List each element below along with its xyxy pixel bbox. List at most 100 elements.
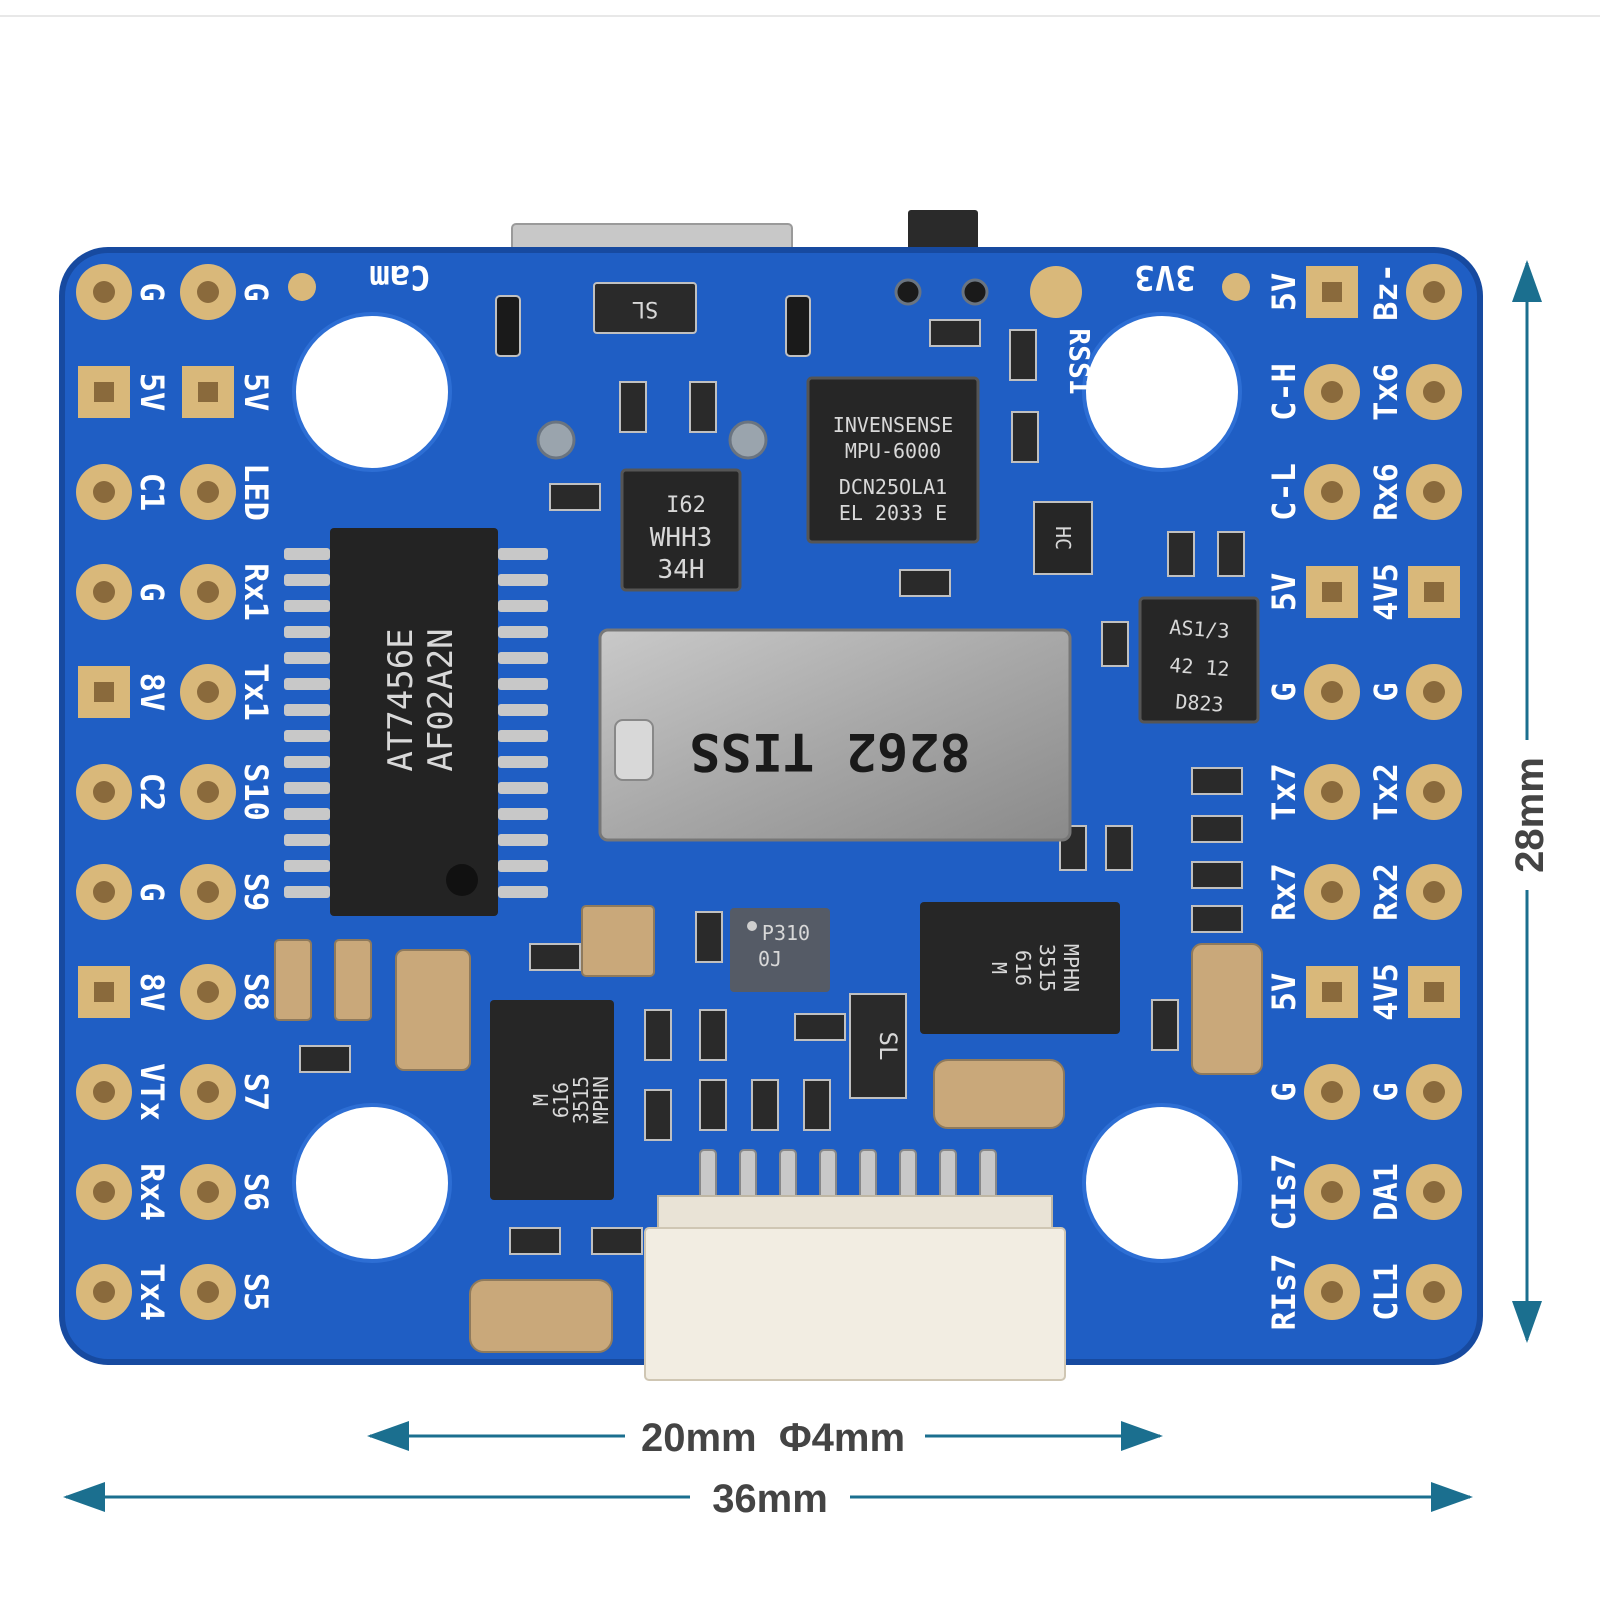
pad-hole bbox=[197, 1281, 219, 1303]
rssi-label: RSSI bbox=[1063, 328, 1096, 395]
chip-pin bbox=[498, 678, 548, 690]
mount-hole-top-right bbox=[1082, 312, 1242, 472]
imu-line4: EL 2033 E bbox=[839, 501, 947, 525]
pad-hole bbox=[1424, 982, 1444, 1002]
reg2-line2: 3515 bbox=[569, 1076, 593, 1124]
pad-hole bbox=[197, 581, 219, 603]
pin-label: Rx1 bbox=[237, 563, 275, 621]
connector-pin bbox=[819, 1149, 837, 1203]
pin-label: G bbox=[237, 282, 275, 301]
chip-pin bbox=[498, 860, 548, 872]
pad-hole bbox=[93, 581, 115, 603]
pin-label: G bbox=[133, 582, 171, 601]
width-dimension-label: 36mm bbox=[712, 1477, 828, 1521]
chip-pin bbox=[284, 548, 330, 560]
regulator-chip-1: MPHN 3515 616 M bbox=[920, 902, 1120, 1034]
pin-label: CIs7 bbox=[1265, 1153, 1303, 1230]
pin-label: 5V bbox=[1265, 573, 1303, 612]
small-chip-line2: 0J bbox=[758, 947, 782, 971]
pad-hole bbox=[1321, 1281, 1343, 1303]
pin-label: Tx2 bbox=[1367, 763, 1405, 821]
pin-label: 5V bbox=[1265, 273, 1303, 312]
pad-hole bbox=[1322, 582, 1342, 602]
chip-pin bbox=[498, 756, 548, 768]
connector-pin bbox=[699, 1149, 717, 1203]
solder-pads bbox=[76, 264, 1462, 1320]
sd-card-label: 8262 TISS bbox=[689, 721, 971, 781]
pad-hole bbox=[94, 682, 114, 702]
reg1-line3: 616 bbox=[1011, 950, 1035, 986]
pin-label: 5V bbox=[1265, 973, 1303, 1012]
chip-pin bbox=[498, 782, 548, 794]
pad-hole bbox=[1321, 1181, 1343, 1203]
mount-hole-bottom-left bbox=[292, 1103, 452, 1263]
pin-label: S6 bbox=[237, 1173, 275, 1212]
pin-label: DA1 bbox=[1367, 1163, 1405, 1221]
reg2-line1: MPHN bbox=[589, 1076, 613, 1124]
pad-hole bbox=[1423, 1081, 1445, 1103]
pin-label: S8 bbox=[237, 973, 275, 1012]
pad-hole bbox=[1423, 781, 1445, 803]
small-chip-line1: P310 bbox=[762, 921, 810, 945]
chip-pin bbox=[498, 808, 548, 820]
pad-hole bbox=[94, 382, 114, 402]
chip-pin bbox=[498, 626, 548, 638]
pin-label: 8V bbox=[133, 973, 171, 1012]
pad-hole bbox=[93, 781, 115, 803]
chip-pin bbox=[498, 652, 548, 664]
pin-label: S7 bbox=[237, 1073, 275, 1112]
connector-pin bbox=[899, 1149, 917, 1203]
osd-chip-line1: AT7456E bbox=[381, 628, 421, 771]
pin-label: Bz- bbox=[1367, 263, 1405, 321]
sensor-chip: AS1/3 42 12 D823 bbox=[1138, 596, 1260, 724]
chip-pin bbox=[498, 600, 548, 612]
chip-pin bbox=[284, 730, 330, 742]
pad-hole bbox=[197, 281, 219, 303]
pin-label: Tx4 bbox=[133, 1263, 171, 1321]
connector-pin bbox=[979, 1149, 997, 1203]
chip-pin bbox=[498, 704, 548, 716]
pin-label: G bbox=[1367, 1082, 1405, 1101]
connector-pin bbox=[859, 1149, 877, 1203]
reg1-line1: MPHN bbox=[1059, 944, 1083, 992]
imu-chip: INVENSENSE MPU-6000 DCN25OLA1 EL 2033 E bbox=[806, 376, 980, 544]
chip-pin bbox=[284, 652, 330, 664]
height-dimension-label: 28mm bbox=[1508, 757, 1552, 873]
v33-label: 3V3 bbox=[1134, 257, 1195, 297]
pad-hole bbox=[1423, 1281, 1445, 1303]
pad-hole bbox=[1423, 681, 1445, 703]
imu-line2: MPU-6000 bbox=[845, 439, 941, 463]
pad-hole bbox=[197, 1181, 219, 1203]
chip-pin bbox=[284, 756, 330, 768]
pin-label: Tx6 bbox=[1367, 363, 1405, 421]
chip-pin bbox=[284, 834, 330, 846]
chip-pin bbox=[284, 600, 330, 612]
pad-hole bbox=[1322, 282, 1342, 302]
chip-pin bbox=[284, 782, 330, 794]
pad-hole bbox=[94, 982, 114, 1002]
baro-line1: I62 bbox=[666, 493, 706, 518]
pad-hole bbox=[197, 681, 219, 703]
sd-card-slot: 8262 TISS bbox=[598, 628, 1072, 842]
pad-hole bbox=[1423, 281, 1445, 303]
connector-pin bbox=[779, 1149, 797, 1203]
pad-hole bbox=[1423, 1181, 1445, 1203]
pad-hole bbox=[93, 1081, 115, 1103]
sensor-line3: D823 bbox=[1175, 689, 1225, 716]
chip-pin bbox=[498, 886, 548, 898]
diode-1: SL bbox=[849, 993, 907, 1099]
pad-hole bbox=[93, 481, 115, 503]
chip-pin bbox=[284, 704, 330, 716]
mount-hole-bottom-right bbox=[1082, 1103, 1242, 1263]
pin-label: 4V5 bbox=[1367, 563, 1405, 621]
pad-hole bbox=[1424, 582, 1444, 602]
pad-hole bbox=[1423, 881, 1445, 903]
pad-hole bbox=[197, 981, 219, 1003]
chip-pin bbox=[498, 574, 548, 586]
pad-hole bbox=[197, 1081, 219, 1103]
pin-label: G bbox=[133, 882, 171, 901]
